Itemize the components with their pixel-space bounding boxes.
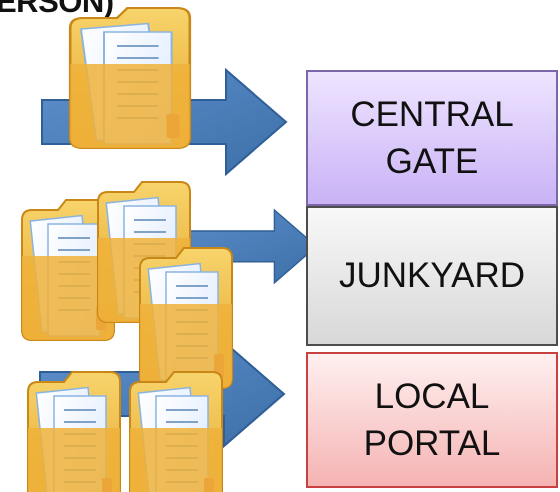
folder-icon [139,247,233,389]
folder-icon [129,371,223,492]
local-portal-box: LOCAL PORTAL [306,352,558,488]
top-partial-text: ERSON) [0,0,114,19]
central-gate-box: CENTRAL GATE [306,70,558,206]
folder-icon [27,371,121,492]
folder-icon [68,6,192,150]
junkyard-box: JUNKYARD [306,206,558,346]
